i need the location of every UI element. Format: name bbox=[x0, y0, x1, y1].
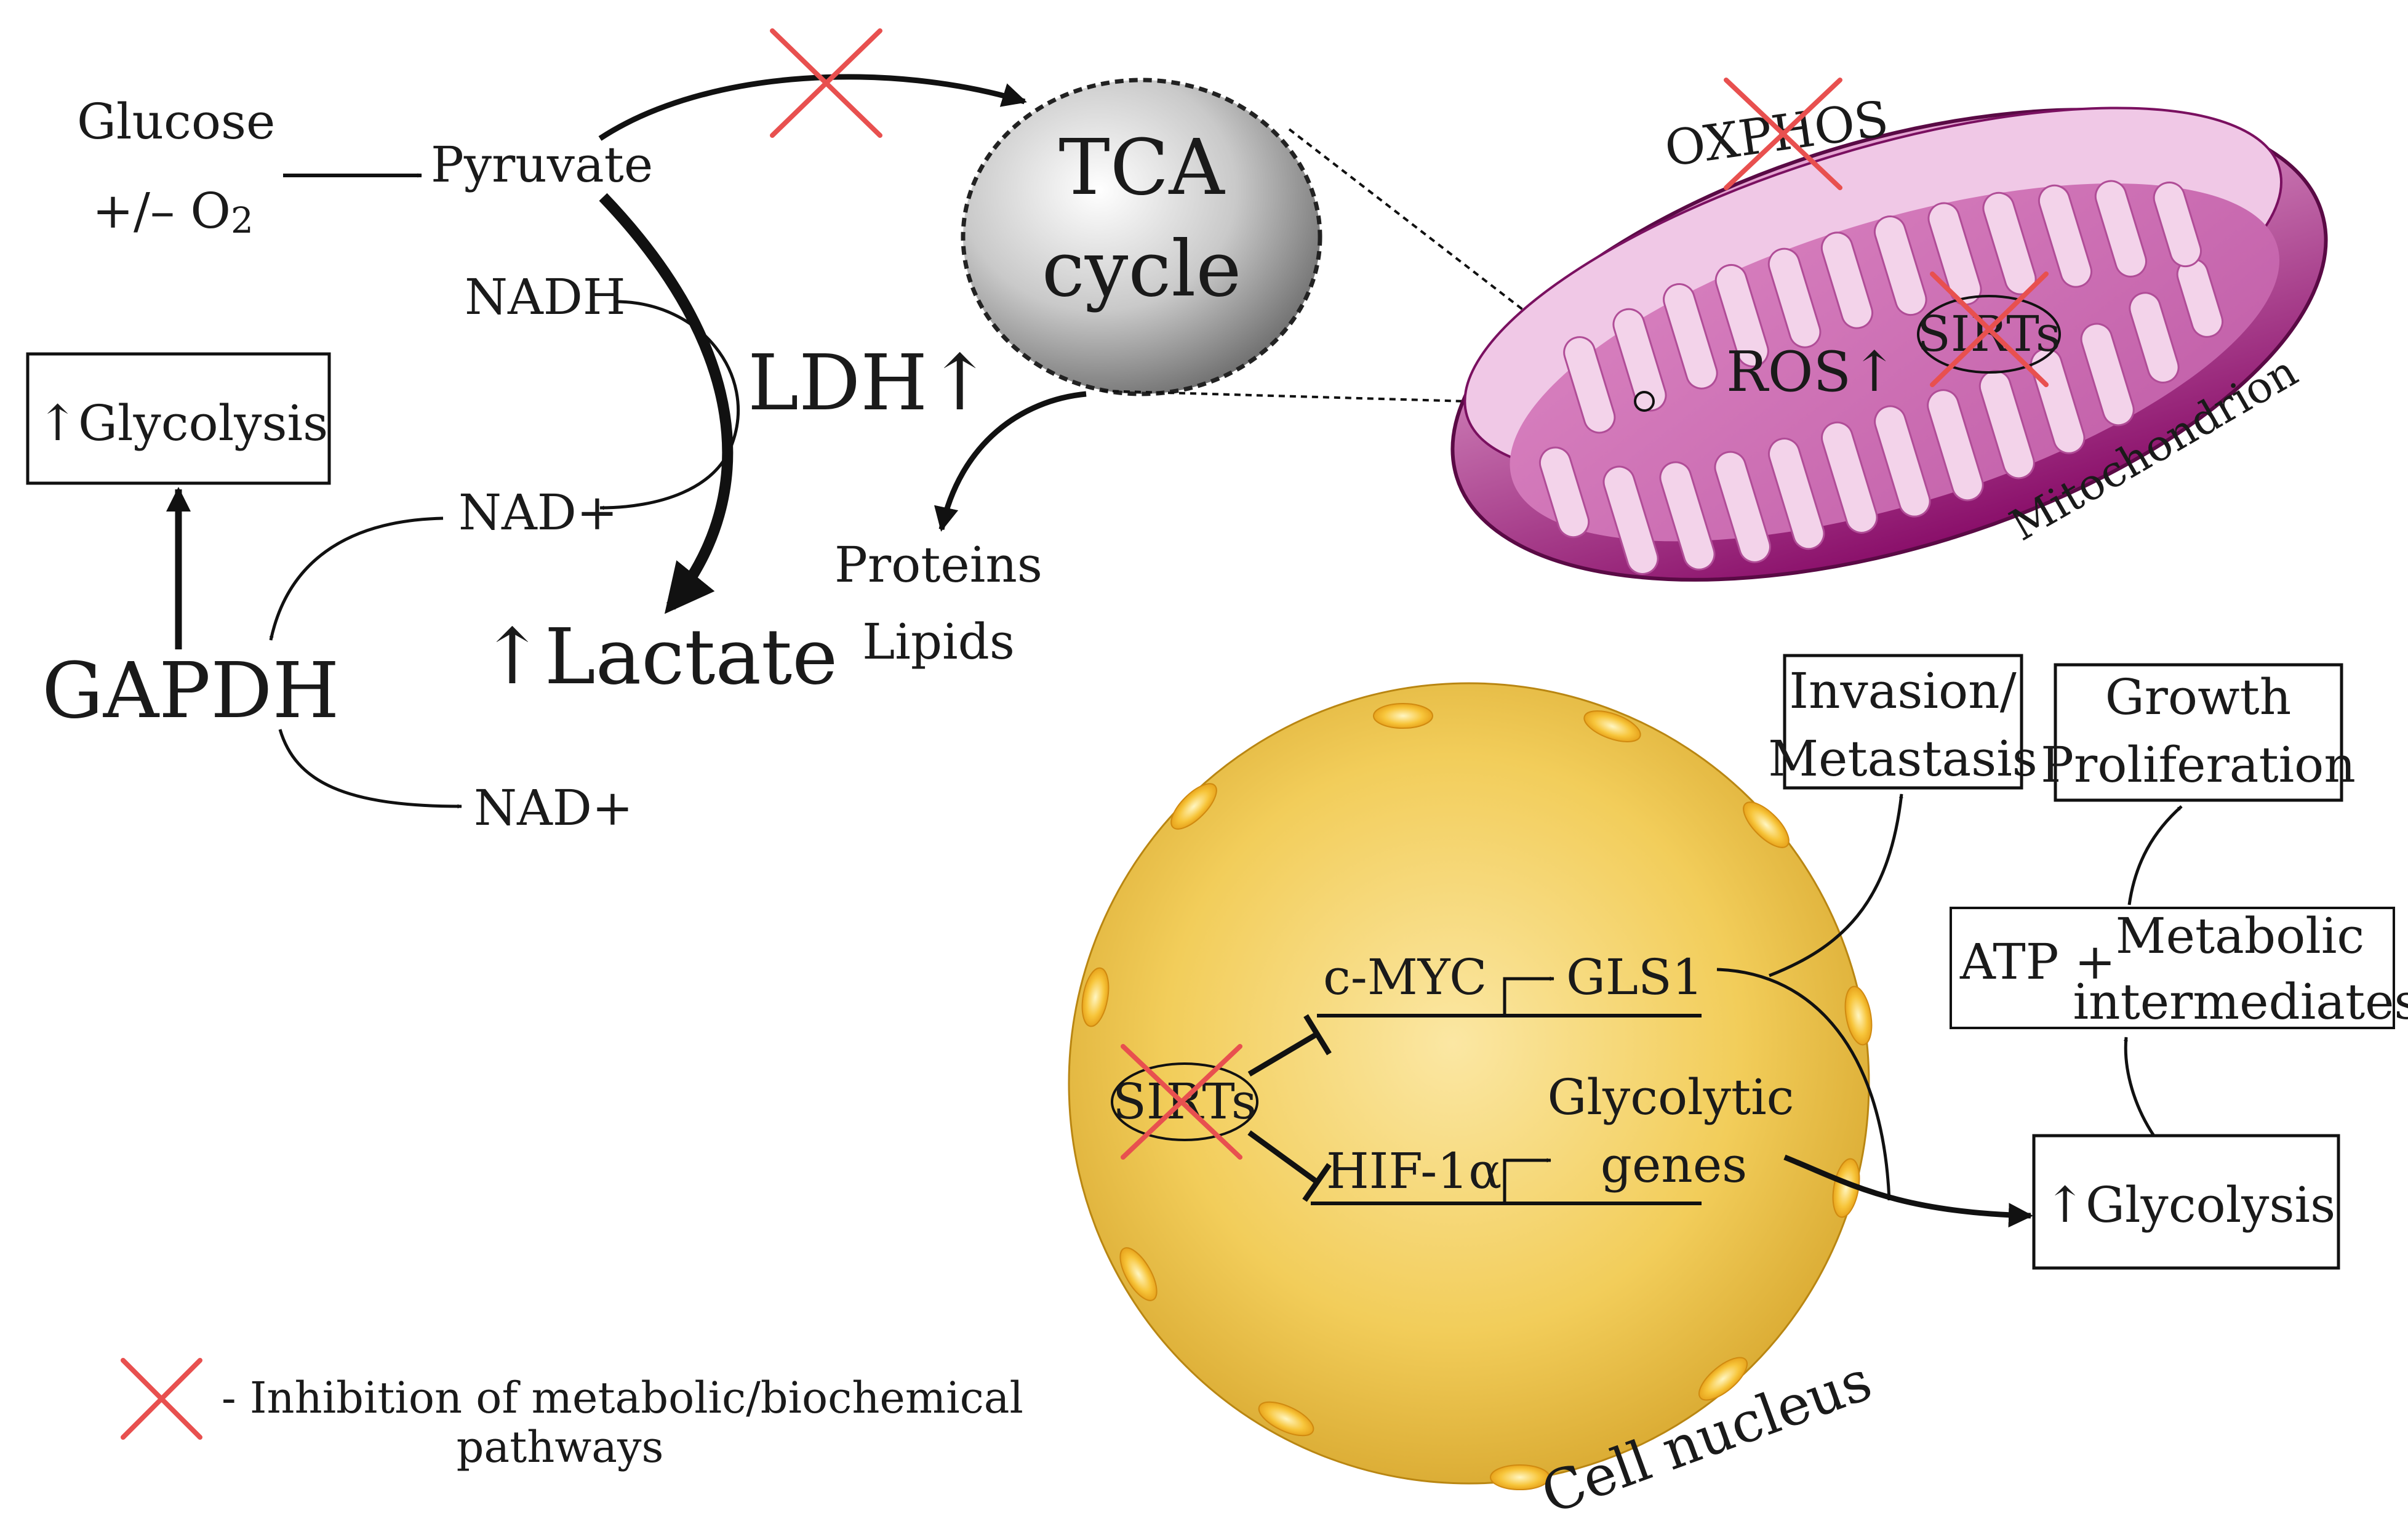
tca-to-proteins-arrow bbox=[934, 391, 1087, 532]
nucleus-sirts-oval bbox=[1111, 1062, 1258, 1141]
cmyc-label: c-MYC bbox=[1323, 949, 1487, 1006]
outcomes: Invasion/ Metastasis Growth Proliferatio… bbox=[1768, 654, 2408, 1270]
legend-line1: - Inhibition of metabolic/biochemical bbox=[222, 1373, 1023, 1423]
oxygen-label: +/– O2 bbox=[92, 182, 254, 241]
gapdh-to-nad-arrow bbox=[278, 729, 462, 809]
pyruvate-to-tca-arrow bbox=[598, 74, 1027, 141]
glycolytic-genes-to-glycolysis-arrow bbox=[1783, 1154, 2033, 1228]
sirts-inhibits-hif1a-bar bbox=[1302, 1163, 1332, 1202]
sirts-inhibits-cmyc bbox=[1247, 1032, 1319, 1077]
hif1a-label: HIF-1α bbox=[1326, 1142, 1502, 1200]
gapdh-label: GAPDH bbox=[42, 646, 339, 736]
intermediates-to-growth-arrow bbox=[2127, 805, 2183, 905]
proteins-label: Proteins bbox=[834, 536, 1042, 593]
metabolic-line1: Metabolic bbox=[2116, 907, 2364, 965]
invasion-line2: Metastasis bbox=[1768, 730, 2038, 787]
lactate-label: ↑Lactate bbox=[480, 612, 838, 702]
oxygen-subscript: 2 bbox=[231, 199, 254, 241]
zoom-point bbox=[1634, 391, 1655, 412]
growth-line1: Growth bbox=[2105, 668, 2291, 726]
cell-nucleus: c-MYC GLS1 HIF-1α Glycolytic genes SIRTs… bbox=[1068, 682, 2033, 1527]
cmyc-promoter-arrow bbox=[1503, 976, 1554, 1016]
glycolysis-to-intermediates-arrow bbox=[2123, 1037, 2156, 1137]
growth-box bbox=[2054, 663, 2343, 802]
sirts-inhibition-lines bbox=[1247, 1014, 1332, 1202]
growth-line2: Proliferation bbox=[2041, 736, 2356, 793]
atp-label: ATP + bbox=[1959, 933, 2116, 990]
mitochondrion-cristae bbox=[1538, 180, 2224, 575]
tca-cycle-circle bbox=[961, 78, 1322, 396]
gls1-to-invasion-arrow bbox=[1769, 793, 1903, 977]
ldh-label: LDH↑ bbox=[748, 339, 992, 428]
glycolytic-genes-line1: Glycolytic bbox=[1548, 1069, 1794, 1126]
inhibition-cross-oxphos bbox=[1724, 78, 1842, 190]
metabolic-line2: intermediates bbox=[2073, 973, 2408, 1030]
ros-label: ROS↑ bbox=[1726, 340, 1898, 404]
glycolysis-box-right bbox=[2032, 1134, 2340, 1270]
nadh-label: NADH bbox=[465, 268, 626, 326]
pyruvate-to-lactate-arrow bbox=[599, 193, 734, 614]
nuclear-pores bbox=[1081, 703, 1873, 1490]
glucose-label: Glucose bbox=[77, 93, 275, 150]
tca-cycle: TCA cycle Proteins Lipids bbox=[834, 78, 1641, 670]
oxygen-text: +/– O bbox=[92, 182, 231, 239]
cell-nucleus-sphere bbox=[1068, 682, 1870, 1485]
inhibition-cross-pyruvate-tca bbox=[770, 28, 882, 138]
inhibition-cross-mito-sirts bbox=[1930, 271, 2049, 387]
sirts-inhibits-cmyc-bar bbox=[1303, 1014, 1332, 1056]
atp-box bbox=[1950, 907, 2395, 1029]
tca-cycle-line2: cycle bbox=[1042, 225, 1242, 314]
hif1a-promoter-arrow bbox=[1503, 1158, 1551, 1203]
glycolytic-genes-line2: genes bbox=[1601, 1136, 1747, 1194]
nad-plus-label-1: NAD+ bbox=[458, 484, 618, 541]
nadh-to-nad-arrow bbox=[599, 300, 740, 510]
legend: - Inhibition of metabolic/biochemical pa… bbox=[121, 1358, 1023, 1472]
glycolysis-box-right-label: ↑Glycolysis bbox=[2044, 1176, 2335, 1234]
pyruvate-label: Pyruvate bbox=[431, 136, 653, 193]
legend-cross-icon bbox=[121, 1358, 202, 1440]
inhibition-cross-nucleus-sirts bbox=[1121, 1044, 1242, 1160]
sirts-inhibits-hif1a bbox=[1247, 1130, 1319, 1184]
glycolysis-box-left bbox=[26, 352, 331, 485]
glycolysis-box-left-label: ↑Glycolysis bbox=[37, 395, 328, 452]
gls1-to-glycolysis-line bbox=[1716, 968, 1891, 1201]
mito-sirts-label: SIRTs bbox=[1917, 305, 2061, 363]
mitochondrion: OXPHOS ROS↑ SIRTs Mitochondrion bbox=[1450, 78, 2328, 582]
nad-to-gapdh-arrow bbox=[269, 516, 444, 641]
gls1-label: GLS1 bbox=[1566, 949, 1703, 1006]
invasion-box bbox=[1783, 654, 2023, 790]
nad-plus-label-2: NAD+ bbox=[474, 779, 633, 837]
invasion-line1: Invasion/ bbox=[1789, 662, 2016, 720]
tca-cycle-line1: TCA bbox=[1058, 123, 1225, 212]
glycolysis-pathway: Glucose +/– O2 Pyruvate NADH LDH↑ NAD+ ↑… bbox=[26, 74, 1027, 837]
legend-line2: pathways bbox=[457, 1422, 664, 1472]
lipids-label: Lipids bbox=[862, 613, 1015, 670]
mito-sirts-oval bbox=[1917, 295, 2061, 374]
